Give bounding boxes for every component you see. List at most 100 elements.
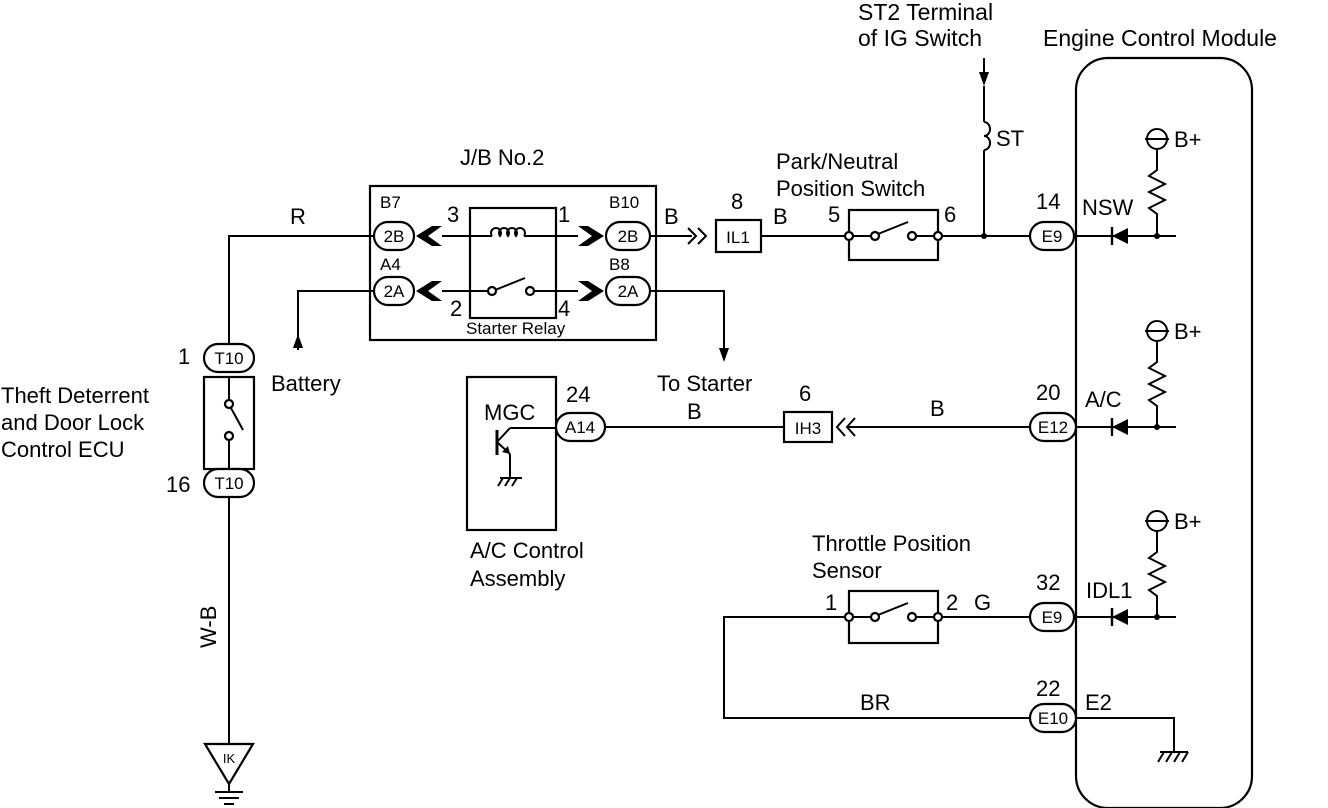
svg-text:IK: IK	[223, 751, 236, 766]
nsw-signal-label: NSW	[1082, 195, 1134, 220]
pin-t10-16: 16	[166, 472, 190, 497]
mgc-label: MGC	[484, 400, 535, 425]
to-starter-label: To Starter	[657, 371, 752, 396]
st2-terminal: ST2 Terminal of IG Switch ST	[858, 0, 1024, 239]
engine-control-module: Engine Control Module B+ NSW B+ A/C	[1043, 25, 1277, 808]
throttle-position-sensor: Throttle Position Sensor 1 2	[812, 531, 971, 645]
wire-r	[228, 235, 374, 344]
wire-label-br: BR	[860, 690, 891, 715]
e2-signal-label: E2	[1085, 690, 1112, 715]
pin-tps-2: 2	[946, 590, 958, 615]
jb-term-a4: A4	[380, 255, 401, 274]
jb-title: J/B No.2	[460, 145, 544, 170]
ac-signal-label: A/C	[1085, 387, 1122, 412]
connector-e12: E12 20	[1028, 380, 1078, 443]
ac-control-assembly: MGC A/C Control Assembly A14 24	[465, 375, 607, 591]
pin-a14-24: 24	[566, 382, 590, 407]
jb-pin-3: 3	[447, 202, 459, 227]
tps-title-line1: Throttle Position	[812, 531, 971, 556]
pin-pnp-6: 6	[944, 202, 956, 227]
ecm-ac-circuit: B+ A/C	[1076, 319, 1202, 436]
wire-label-g: G	[974, 590, 991, 615]
jb-pin-2: 2	[450, 296, 462, 321]
wire-label-r: R	[290, 204, 306, 229]
jb-term-b8: B8	[609, 255, 630, 274]
pin-pnp-5: 5	[828, 202, 840, 227]
tps-title-line2: Sensor	[812, 558, 882, 583]
theft-title-line2: and Door Lock	[1, 410, 145, 435]
wire-br	[723, 616, 1030, 719]
ground-ik: IK	[203, 742, 255, 805]
pin-e10-22: 22	[1036, 676, 1060, 701]
bplus-label-1: B+	[1174, 127, 1202, 152]
st-label: ST	[996, 126, 1024, 151]
relay-contact	[494, 277, 526, 291]
chevron-left-top	[416, 226, 442, 246]
pin-e9-14: 14	[1036, 189, 1060, 214]
bplus-label-2: B+	[1174, 319, 1202, 344]
svg-text:2A: 2A	[384, 282, 405, 301]
park-neutral-switch: Park/Neutral Position Switch 5 6	[776, 149, 956, 262]
svg-text:2B: 2B	[384, 227, 405, 246]
st-fuse-link	[983, 121, 991, 151]
connector-e10: E10 22	[1028, 676, 1078, 734]
relay-coil	[490, 227, 526, 238]
st2-title-line2: of IG Switch	[858, 25, 982, 51]
connector-e9-top: E9 14	[1028, 189, 1076, 252]
svg-text:E9: E9	[1042, 227, 1063, 246]
ecm-title: Engine Control Module	[1043, 25, 1277, 51]
pin-ih3-6: 6	[799, 381, 811, 406]
theft-deterrent-ecu: Theft Deterrent and Door Lock Control EC…	[1, 342, 256, 499]
st2-title-line1: ST2 Terminal	[858, 0, 993, 25]
starter-relay-box	[468, 206, 558, 320]
connector-t10-top	[202, 342, 256, 374]
chevron-left-bottom	[416, 281, 442, 301]
wire-label-b3: B	[687, 399, 702, 424]
pin-il1-8: 8	[731, 189, 743, 214]
ecm-e2-ground: E2	[1076, 690, 1189, 763]
svg-text:2B: 2B	[618, 227, 639, 246]
wire-label-b1: B	[664, 204, 679, 229]
pin-t10-1: 1	[178, 344, 190, 369]
jb-term-b7: B7	[380, 193, 401, 212]
wire-label-b2: B	[773, 204, 788, 229]
svg-text:IH3: IH3	[795, 419, 821, 438]
ac-control-title-line2: Assembly	[470, 566, 565, 591]
chevron-right-bottom	[578, 281, 604, 301]
chevron-right-top	[578, 226, 604, 246]
ecm-nsw-circuit: B+ NSW	[1076, 127, 1202, 245]
svg-text:E9: E9	[1042, 608, 1063, 627]
battery-feed: Battery	[271, 290, 374, 396]
bplus-label-3: B+	[1174, 509, 1202, 534]
pnp-title-line1: Park/Neutral	[776, 149, 898, 174]
svg-text:E10: E10	[1038, 709, 1068, 728]
ecm-idl1-circuit: B+ IDL1	[1076, 509, 1202, 626]
pin-tps-1: 1	[825, 590, 837, 615]
svg-text:2A: 2A	[618, 282, 639, 301]
jb-term-b10: B10	[609, 193, 639, 212]
pin-e9-32: 32	[1036, 570, 1060, 595]
theft-title-line1: Theft Deterrent	[1, 383, 149, 408]
svg-text:A14: A14	[565, 418, 595, 437]
starter-relay-label: Starter Relay	[466, 319, 566, 338]
ac-control-title-line1: A/C Control	[470, 538, 584, 563]
theft-title-line3: Control ECU	[1, 437, 124, 462]
svg-text:E12: E12	[1038, 418, 1068, 437]
idl1-signal-label: IDL1	[1086, 578, 1132, 603]
connector-e9-bottom: E9 32	[1028, 570, 1076, 633]
svg-text:T10: T10	[214, 474, 243, 493]
wire-label-b4: B	[930, 396, 945, 421]
battery-label: Battery	[271, 371, 341, 396]
svg-text:T10: T10	[214, 349, 243, 368]
connector-il1: IL1 8	[714, 189, 763, 254]
pin-e12-20: 20	[1036, 380, 1060, 405]
jb-pin-4: 4	[558, 296, 570, 321]
pnp-title-line2: Position Switch	[776, 176, 925, 201]
to-starter-feed: To Starter	[650, 290, 752, 396]
wire-label-wb: W-B	[196, 606, 221, 648]
svg-text:IL1: IL1	[726, 228, 750, 247]
connector-ih3: IH3 6	[782, 381, 834, 444]
junction-block-2: J/B No.2 Starter Relay B7 A4 B10 B8 3 1 …	[368, 145, 658, 342]
jb-pin-1: 1	[558, 202, 570, 227]
